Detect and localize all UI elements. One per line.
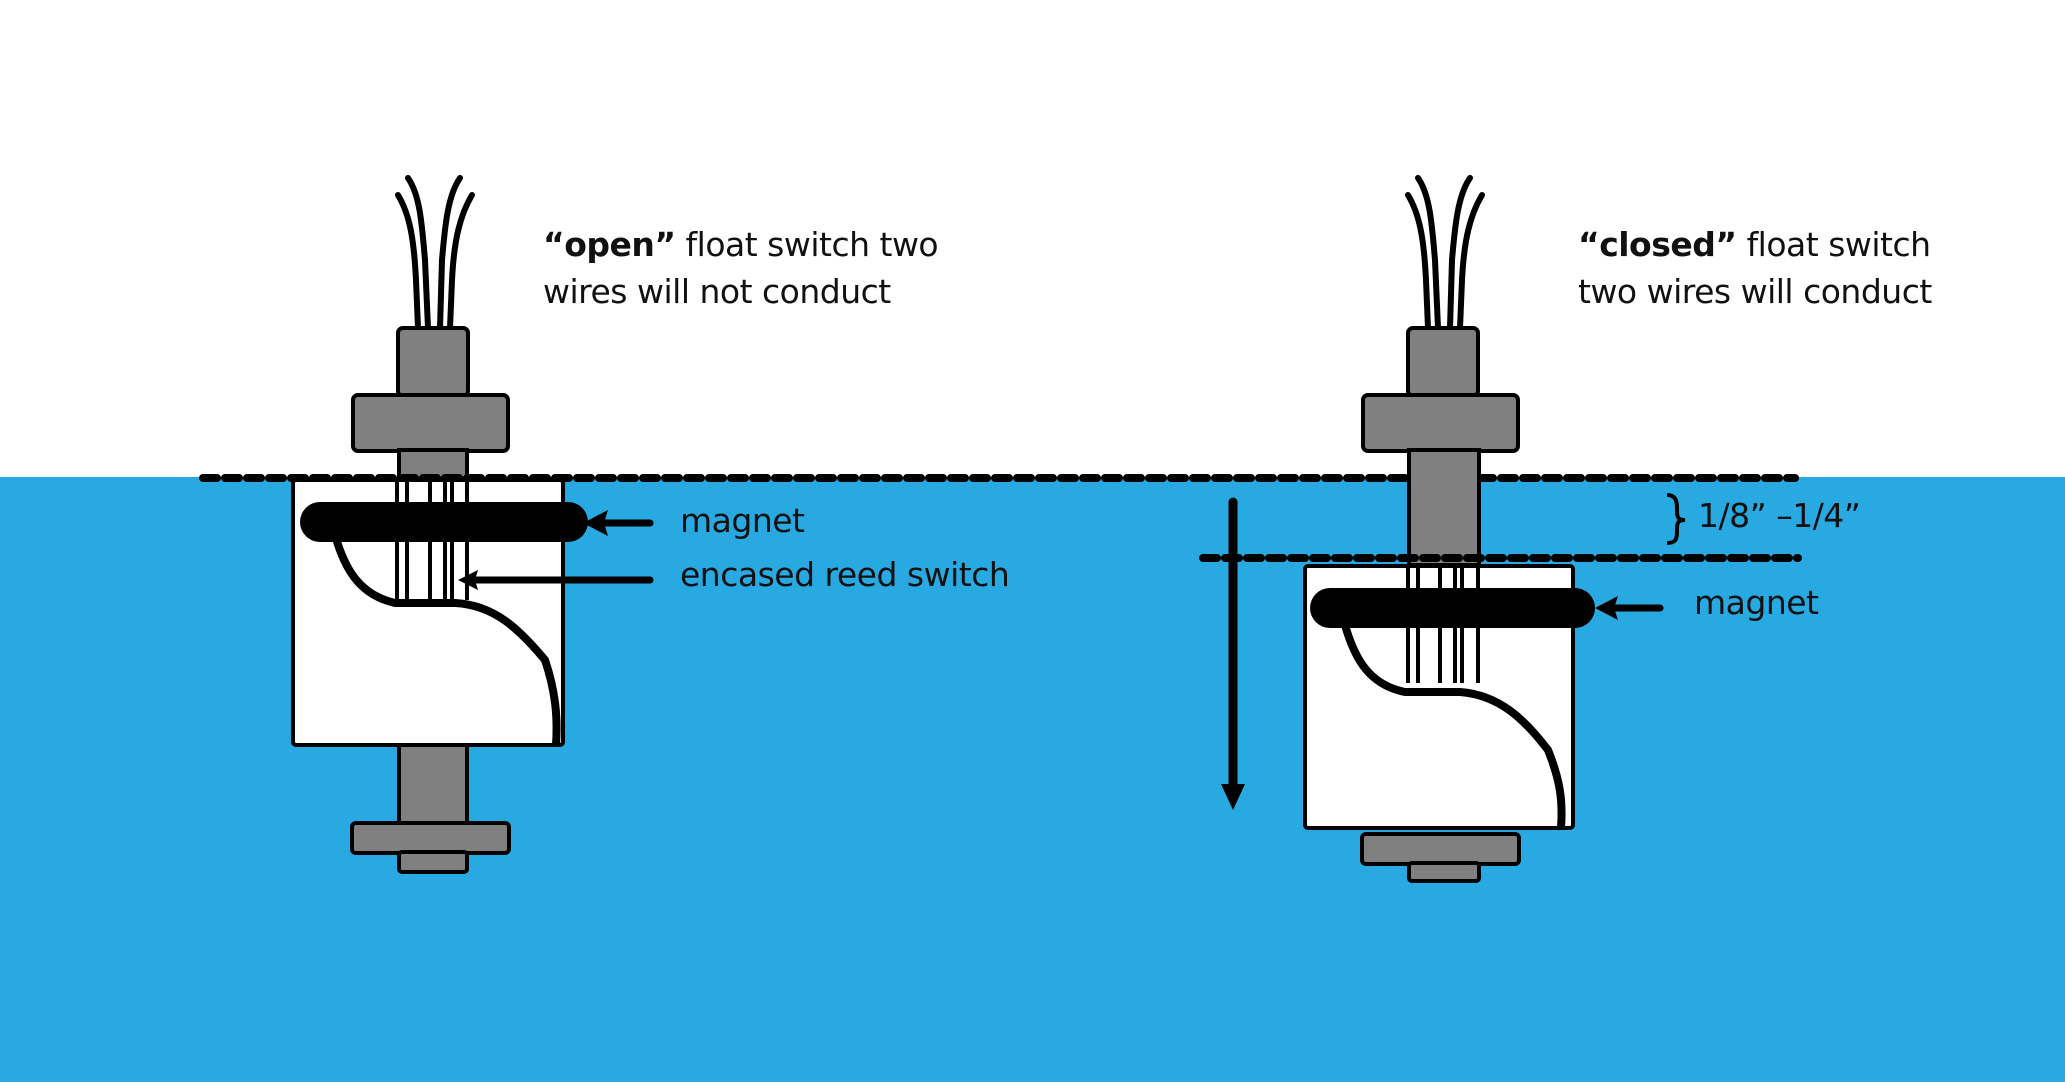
right-heading-state: “closed”	[1578, 225, 1737, 264]
right-nut	[1361, 393, 1520, 453]
left-lower-cap	[397, 850, 469, 874]
left-nut	[351, 393, 510, 453]
drop-distance-label: 1/8” –1/4”	[1698, 496, 1861, 535]
right-float-body	[1303, 564, 1575, 830]
right-wires-icon	[1405, 175, 1485, 331]
right-stem-upper	[1407, 448, 1481, 567]
right-lead-wire	[1341, 623, 1566, 829]
left-float-switch	[291, 175, 654, 874]
right-lower-nut	[1360, 832, 1521, 866]
right-magnet	[1310, 588, 1595, 628]
left-heading-line2: wires will not conduct	[543, 272, 891, 311]
left-wires-icon	[395, 175, 475, 331]
left-reed-switch-label: encased reed switch	[680, 555, 1010, 594]
curly-brace-icon	[1666, 493, 1686, 545]
right-heading-line2: two wires will conduct	[1578, 272, 1932, 311]
left-cap	[396, 326, 470, 398]
right-magnet-pointer	[1595, 596, 1664, 620]
left-lower-nut	[350, 821, 511, 855]
right-heading: “closed” float switch two wires will con…	[1578, 221, 1932, 315]
left-magnet-label: magnet	[680, 501, 805, 540]
down-arrow-icon	[1221, 497, 1245, 810]
left-reed-pointer	[458, 570, 654, 590]
right-magnet-label: magnet	[1694, 583, 1819, 622]
left-stem-lower	[397, 743, 469, 827]
left-magnet	[300, 502, 588, 542]
right-heading-rest: float switch	[1736, 225, 1931, 264]
left-magnet-pointer	[583, 510, 654, 536]
right-lower-cap	[1407, 861, 1481, 883]
left-heading: “open” float switch two wires will not c…	[543, 221, 939, 315]
left-heading-rest: float switch two	[675, 225, 939, 264]
right-cap	[1406, 326, 1480, 398]
left-heading-state: “open”	[543, 225, 676, 264]
right-float-switch	[1303, 175, 1664, 883]
left-lead-wire	[331, 533, 561, 746]
